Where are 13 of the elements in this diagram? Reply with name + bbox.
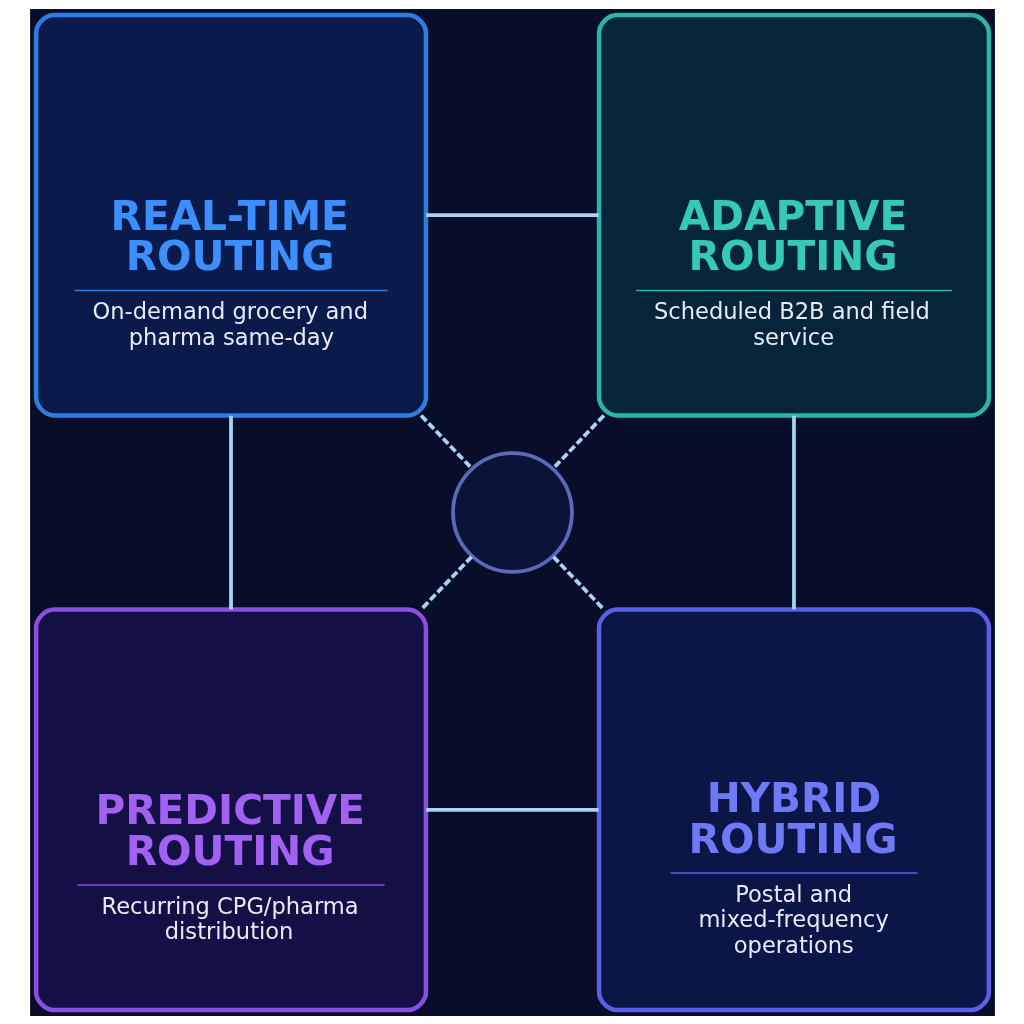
- connector: [551, 555, 605, 610]
- node-box: ADAPTIVE ROUTING Scheduled B2B and field service: [596, 12, 991, 418]
- node-box: PREDICTIVE ROUTING Recurring CPG/pharma distribution: [33, 606, 428, 1012]
- node-box: REAL-TIME ROUTING On-demand grocery and pharma same-day: [33, 12, 428, 418]
- connector: [419, 413, 473, 470]
- connector: [228, 415, 233, 609]
- connector: [425, 807, 599, 812]
- node-box: HYBRID ROUTING Postal and mixed-frequency operations: [596, 606, 991, 1012]
- connector: [551, 413, 605, 470]
- node-circle: [450, 450, 574, 574]
- connector: [425, 212, 599, 217]
- connector: [419, 555, 473, 610]
- connector: [791, 415, 796, 609]
